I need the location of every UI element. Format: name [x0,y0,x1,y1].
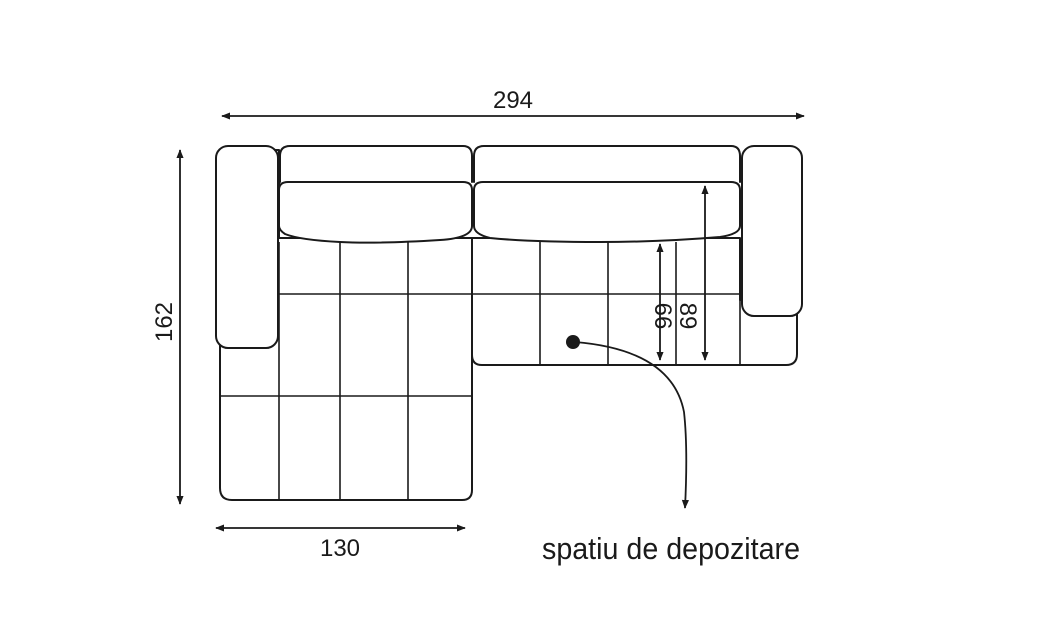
right-seat-grid [472,242,741,365]
seat-height-label: 66 [649,303,676,330]
storage-label: spatiu de depozitare [542,531,800,566]
chaise-width-dimension: 130 [215,524,466,562]
back-height-dimension: 89 [674,185,709,361]
right-armrest [741,145,803,317]
left-back-cushion [278,181,473,244]
seat-height-dimension: 66 [649,243,676,361]
chaise-width-label: 130 [320,535,360,562]
total-width-label: 294 [493,87,533,114]
chaise-body [219,149,473,501]
right-seat-body [471,237,798,366]
storage-leader-arrow [574,341,689,509]
total-depth-label: 162 [151,302,178,342]
total-depth-dimension: 162 [151,149,184,505]
right-back-cushion [473,181,741,243]
total-width-dimension: 294 [221,87,805,120]
storage-marker-dot [566,335,580,349]
chaise-seat-grid [220,242,472,500]
right-backrest [473,145,741,183]
sofa-outline [215,145,803,501]
left-armrest [215,145,279,349]
storage-callout: spatiu de depozitare [542,335,800,566]
left-backrest [279,145,473,183]
back-height-label: 89 [674,303,701,330]
